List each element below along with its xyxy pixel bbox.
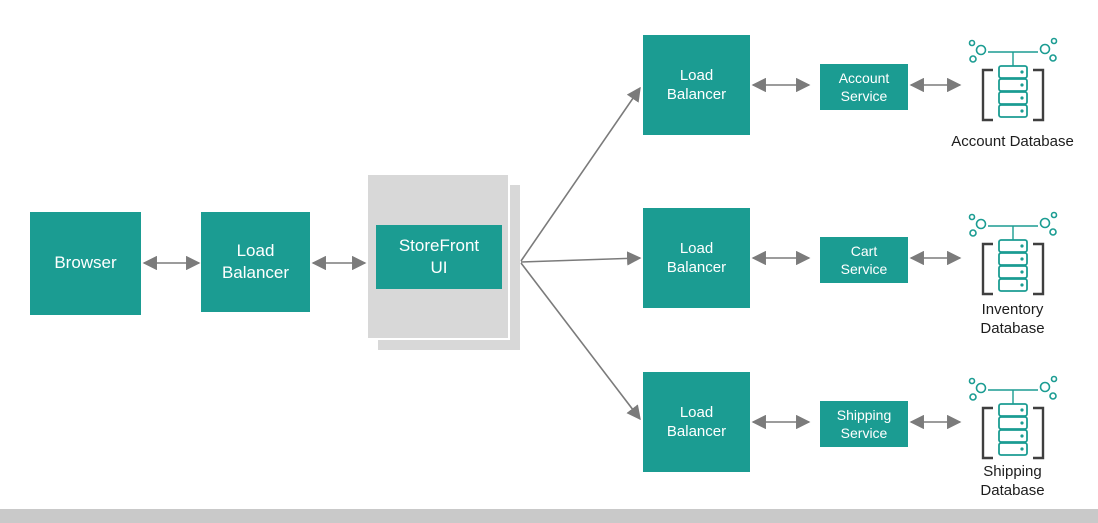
shipping-load-balancer-node: Load Balancer bbox=[643, 372, 750, 472]
account-service-card bbox=[0, 30, 2, 32]
account-load-balancer-node: Load Balancer bbox=[643, 35, 750, 135]
browser-node: Browser bbox=[30, 212, 141, 315]
cart-service-node: Cart Service bbox=[820, 237, 908, 283]
inventory-database-label: Inventory Database bbox=[980, 301, 1045, 337]
shipping-database-label: Shipping Database bbox=[980, 463, 1045, 499]
cart-load-balancer-node: Load Balancer bbox=[643, 208, 750, 308]
main-load-balancer-node: Load Balancer bbox=[201, 212, 310, 312]
bottom-bar bbox=[0, 509, 1098, 523]
database-icon bbox=[968, 211, 1058, 296]
account-service-node: Account Service bbox=[820, 64, 908, 110]
database-icon bbox=[968, 375, 1058, 460]
database-icon bbox=[968, 37, 1058, 122]
storefront-ui-node: StoreFront UI bbox=[376, 225, 502, 289]
shipping-service-card bbox=[0, 367, 2, 369]
shipping-service-node: Shipping Service bbox=[820, 401, 908, 447]
cart-service-card bbox=[0, 203, 2, 205]
account-database-label: Account Database bbox=[951, 133, 1074, 150]
